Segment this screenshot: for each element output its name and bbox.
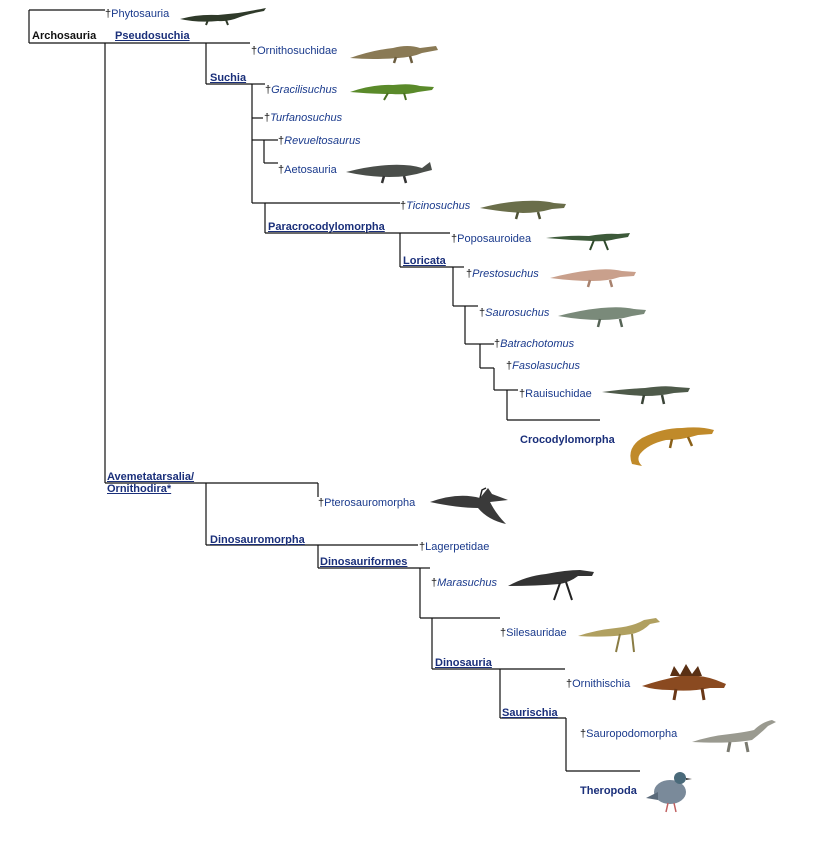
pigeon-illustration (646, 772, 692, 813)
taxon-fasolasuchus: †Fasolasuchus (506, 360, 580, 372)
clade-theropoda: Theropoda (580, 785, 637, 797)
phytosaur-illustration (180, 8, 266, 26)
dagger: † (580, 728, 587, 740)
silesaurid-illustration (578, 618, 660, 653)
dagger: † (451, 233, 458, 245)
dagger: † (278, 135, 285, 147)
dagger: † (419, 541, 426, 553)
sauropod-illustration (692, 720, 776, 753)
clade-archosauria: Archosauria (32, 30, 97, 42)
taxon-lagerpetidae: †Lagerpetidae (419, 541, 490, 553)
rauisuchid-illustration (602, 386, 690, 405)
taxon-pterosauromorpha: †Pterosauromorpha (318, 497, 416, 509)
dagger: † (466, 268, 473, 280)
dagger: † (278, 164, 285, 176)
taxon-ornithosuchidae: †Ornithosuchidae (251, 45, 338, 57)
clade-suchia: Suchia (210, 72, 247, 84)
dagger: † (318, 497, 325, 509)
prestosuchus-illustration (550, 269, 636, 288)
crocodile-illustration (630, 427, 714, 466)
taxon-sauropodomorpha: †Sauropodomorpha (580, 728, 678, 740)
taxon-aetosauria: †Aetosauria (278, 164, 337, 176)
poposaur-illustration (546, 233, 630, 251)
taxon-gracilisuchus: †Gracilisuchus (265, 84, 338, 96)
aetosaur-illustration (346, 162, 432, 184)
taxon-saurosuchus: †Saurosuchus (479, 307, 550, 319)
pterosaur-illustration (430, 487, 508, 524)
clade-dinosauria: Dinosauria (435, 657, 492, 669)
clade-ornithodira: Ornithodira* (107, 483, 172, 495)
dagger: † (265, 84, 272, 96)
taxon-revueltosaurus: †Revueltosaurus (278, 135, 361, 147)
taxon-marasuchus: †Marasuchus (431, 577, 498, 589)
clade-dinosauromorpha: Dinosauromorpha (210, 534, 305, 546)
dagger: † (519, 388, 526, 400)
dagger: † (105, 8, 112, 20)
dagger: † (566, 678, 573, 690)
clade-paracrocodylomorpha: Paracrocodylomorpha (268, 221, 385, 233)
dagger: † (400, 200, 407, 212)
clade-avemetatarsalia: Avemetatarsalia/ (107, 471, 195, 483)
dagger: † (264, 112, 271, 124)
clade-pseudosuchia: Pseudosuchia (115, 30, 190, 42)
dagger: † (506, 360, 513, 372)
dagger: † (500, 627, 507, 639)
clade-loricata: Loricata (403, 255, 446, 267)
dagger: † (494, 338, 501, 350)
saurosuchus-illustration (558, 307, 646, 328)
dagger: † (431, 577, 438, 589)
dagger: † (251, 45, 258, 57)
clade-crocodylomorpha: Crocodylomorpha (520, 434, 615, 446)
gracilisuchus-illustration (350, 84, 434, 101)
stegosaur-illustration (642, 664, 726, 701)
taxon-ticinosuchus: †Ticinosuchus (400, 200, 471, 212)
dagger: † (479, 307, 486, 319)
taxon-silesauridae: †Silesauridae (500, 627, 567, 639)
clade-saurischia: Saurischia (502, 707, 558, 719)
taxon-turfanosuchus: †Turfanosuchus (264, 112, 343, 124)
ticinosuchus-illustration (480, 200, 566, 220)
taxon-poposauroidea: †Poposauroidea (451, 233, 532, 245)
marasuchus-illustration (508, 570, 594, 601)
taxon-batrachotomus: †Batrachotomus (494, 338, 575, 350)
taxon-prestosuchus: †Prestosuchus (466, 268, 539, 280)
ornithosuchid-illustration (350, 46, 438, 64)
taxon-ornithischia: †Ornithischia (566, 678, 631, 690)
clade-dinosauriformes: Dinosauriformes (320, 556, 408, 568)
taxon-rauisuchidae: †Rauisuchidae (519, 388, 592, 400)
taxon-phytosauria: †Phytosauria (105, 8, 170, 20)
